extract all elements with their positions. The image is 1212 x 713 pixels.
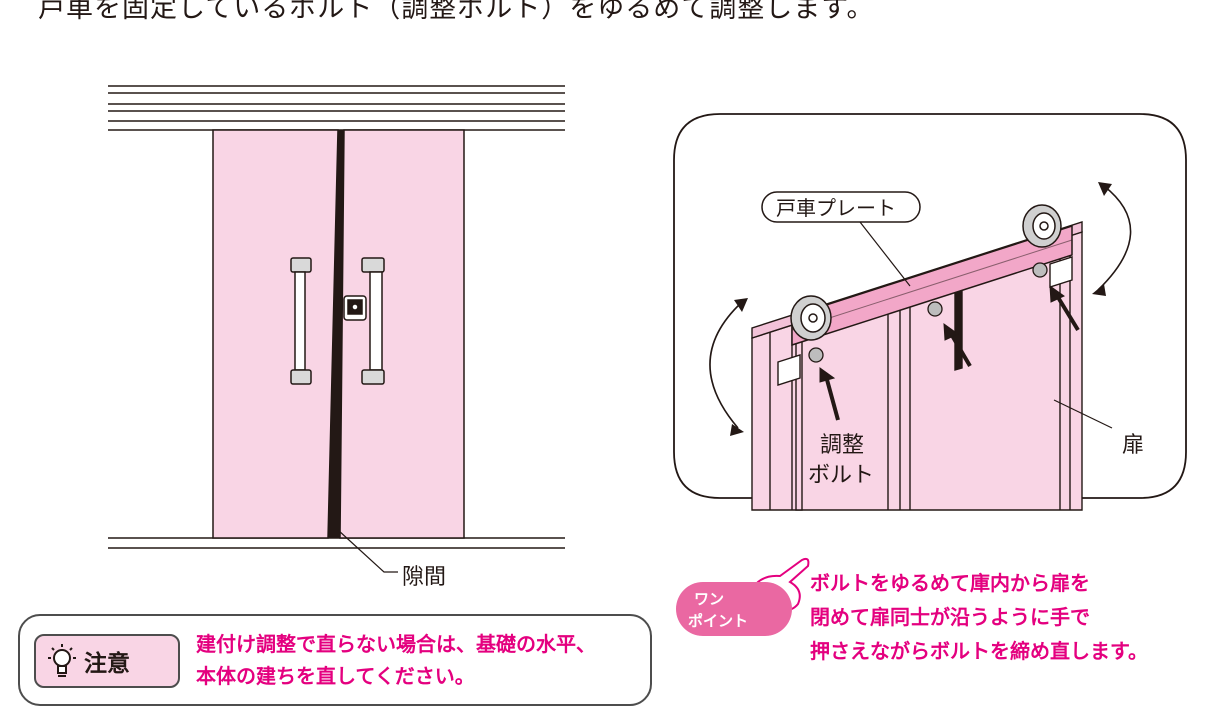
one-point-badge-line1: ワン [694,590,725,608]
one-point-text-line3: 押さえながらボルトを締め直します。 [810,639,1148,663]
roller-plate-label: 戸車プレート [776,196,896,220]
rotation-arrows [709,185,1132,429]
instruction-heading: 戸車を固定しているボルト（調整ボルト）をゆるめて調整します。 [38,0,875,24]
detail-frame [673,113,1187,499]
door-lock [343,295,367,321]
gap-label: 隙間 [402,565,446,590]
lightbulb-icon [48,644,76,677]
left-door-handle [290,257,312,385]
front-view-diagram: 隙間 [108,85,565,590]
one-point-text-line1: ボルトをゆるめて庫内から扉を [810,571,1090,595]
caution-label: 注意 [84,651,130,677]
detail-view-diagram: 戸車プレート 調整 ボルト 扉 [673,113,1187,511]
rotation-arrowheads [730,182,1112,436]
left-door-panel [212,129,339,539]
door-gap [328,130,344,538]
right-door-panel [339,129,465,539]
roller-plate-leader [859,221,911,287]
gap-leader-line [337,529,398,573]
plate-brackets [777,256,1073,386]
right-door-handle [361,257,385,385]
one-point-text-line2: 閉めて扉同士が沿うように手で [810,605,1090,629]
caution-message: 建付け調整で直らない場合は、基礎の水平、 本体の建ちを直してください。 [196,628,646,692]
roller-plate-label-pill [761,191,921,223]
left-roller [790,295,832,341]
door-label: 扉 [1122,433,1144,458]
door-leader [1053,399,1113,429]
right-roller [1022,204,1062,248]
caution-text-line1: 建付け調整で直らない場合は、基礎の水平、 [196,632,596,656]
one-point-badge: ワン ポイント [676,582,792,636]
one-point-badge-line2: ポイント [688,612,749,630]
top-rail [108,85,565,131]
bolt-label-line2: ボルト [808,463,874,488]
caution-box: 注意 建付け調整で直らない場合は、基礎の水平、 本体の建ちを直してください。 [18,614,652,706]
bottom-rail [108,537,565,549]
caution-label-box: 注意 [34,634,180,688]
adjust-bolts [808,262,1048,363]
bolt-arrows [819,284,1080,421]
bolt-label-line1: 調整 [820,433,864,458]
one-point-text: ボルトをゆるめて庫内から扉を 閉めて扉同士が沿うように手で 押さえながらボルトを… [810,566,1210,668]
caution-text-line2: 本体の建ちを直してください。 [196,664,475,688]
